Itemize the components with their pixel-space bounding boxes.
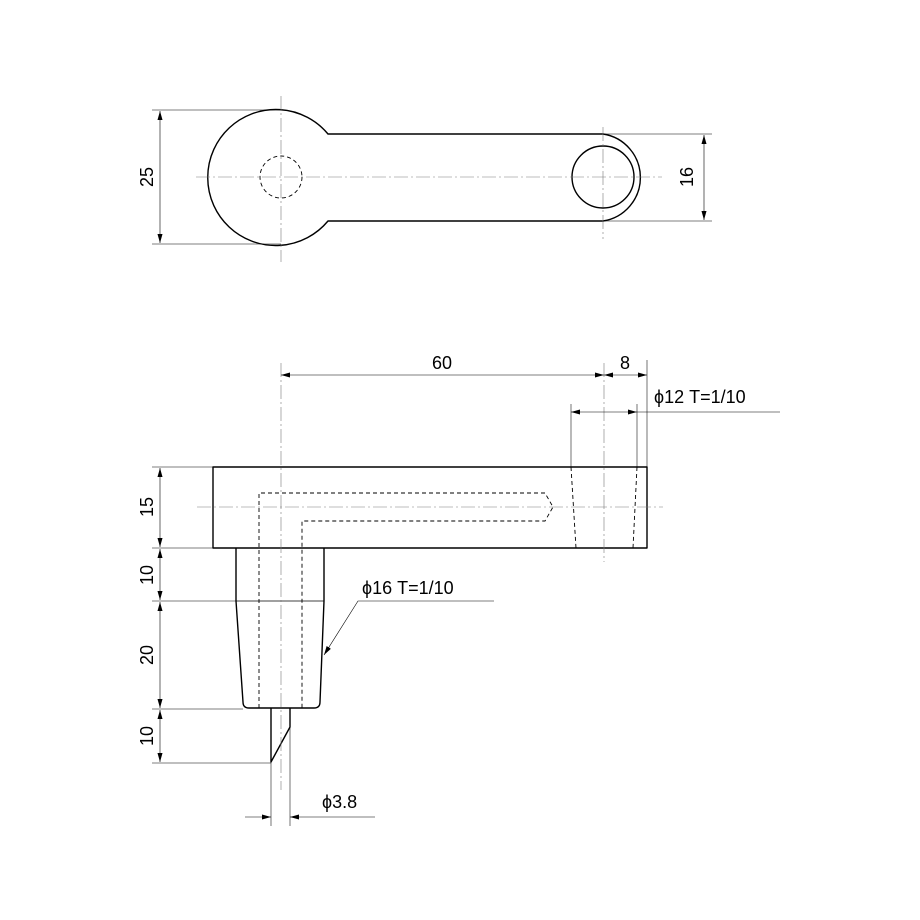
dim-pin-label: ϕ3.8 [322, 792, 357, 812]
head-block [212, 466, 648, 549]
dim-tip-label: 10 [137, 726, 157, 746]
dim-neck-label: 10 [137, 565, 157, 585]
lever-outline [207, 108, 642, 247]
small-taper-hole-right [632, 466, 638, 549]
dim-taper-label: 20 [137, 645, 157, 665]
front-view: 60 8 ϕ12 T=1/10 15 10 20 10 ϕ16 T=1/10 ϕ… [137, 353, 780, 826]
hidden-l-bore [258, 492, 554, 708]
top-view: 25 16 [137, 96, 712, 262]
callout-small-taper: ϕ12 T=1/10 [654, 387, 746, 407]
pin-tip [270, 708, 291, 763]
leader-large-taper [323, 600, 494, 656]
small-taper-hole-left [570, 466, 577, 549]
taper-body [235, 600, 325, 709]
neck [235, 548, 325, 601]
callout-large-taper: ϕ16 T=1/10 [362, 578, 454, 598]
dim-length-label: 60 [432, 353, 452, 373]
dim-end-label: 16 [677, 167, 697, 187]
dim-head-label: 15 [137, 497, 157, 517]
dim-end-8-label: 8 [620, 353, 630, 373]
dim-height-label: 25 [137, 167, 157, 187]
